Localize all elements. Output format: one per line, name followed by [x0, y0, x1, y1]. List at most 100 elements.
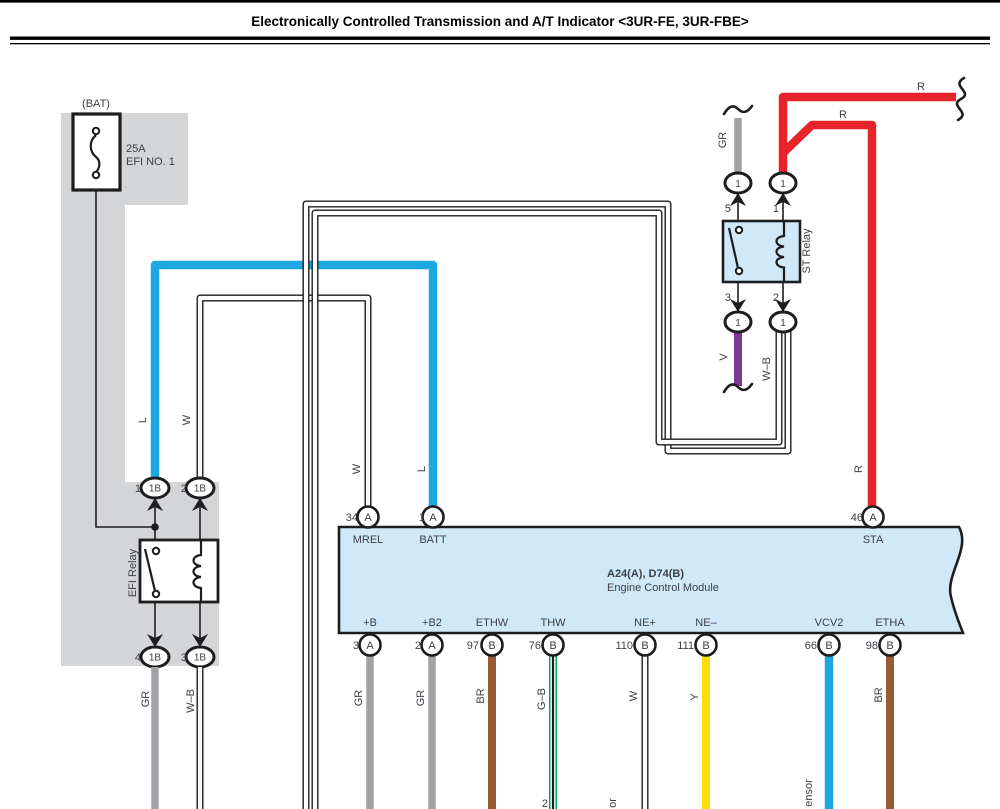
- st-relay-contact-top: [734, 225, 744, 235]
- wire-label-w-110b: W: [628, 690, 640, 701]
- ecm-label-ne-minus: NE–: [695, 617, 717, 629]
- fuse-name: EFI NO. 1: [126, 156, 175, 168]
- fuse-feed-wire: [95, 180, 152, 528]
- st-relay-coil: [775, 221, 786, 282]
- ecm-conn98-letter: B: [886, 640, 893, 652]
- ecm-pin34-num: 34: [346, 512, 358, 524]
- ecm-box: [337, 525, 965, 635]
- efi-relay-switch-blade: [143, 548, 157, 592]
- ecm-conn2-letter: A: [428, 640, 436, 652]
- connector-1b-pin2: [184, 476, 216, 500]
- ecm-label-mrel: MREL: [353, 534, 384, 546]
- efi-conn1-label: 1B: [149, 484, 162, 495]
- arrow-up-efi-2: [192, 498, 208, 511]
- connector-a-46: [861, 505, 885, 529]
- wire-label-br-97b: BR: [475, 688, 487, 703]
- wire-W-outline: [196, 294, 372, 507]
- page-title: Electronically Controlled Transmission a…: [251, 14, 749, 29]
- connector-1-st-pin5: [723, 171, 753, 195]
- ecm-bottom-wires: [366, 655, 894, 809]
- ecm-conn46-letter: A: [869, 512, 877, 524]
- wire-L-blue: [150, 260, 438, 507]
- wire-R-branch-to-sta: [780, 120, 877, 507]
- connector-b-76: [541, 633, 565, 657]
- st-relay-pin-leads: [737, 202, 784, 311]
- efi-relay-contact-top: [151, 546, 161, 556]
- wire-W-core: [197, 295, 371, 507]
- fuse-element: [89, 134, 101, 173]
- efi-relay-contact-bottom: [151, 589, 161, 599]
- ecm-pin110-num: 110: [615, 640, 633, 652]
- bottom-label-fragment-1: or: [607, 798, 619, 808]
- ecm-pin66-num: 66: [805, 640, 817, 652]
- title-rule-thick: [10, 36, 990, 40]
- connector-b-97: [480, 633, 504, 657]
- ecm-pin3-num: 3: [353, 640, 359, 652]
- wire-label-r-top: R: [917, 81, 925, 93]
- connector-b-110: [633, 633, 657, 657]
- wire-label-v: V: [718, 353, 730, 361]
- ecm-label-sta: STA: [863, 534, 884, 546]
- ecm-label-batt: BATT: [419, 534, 447, 546]
- ecm: [337, 505, 965, 657]
- ecm-label-thw: THW: [540, 617, 566, 629]
- title-rule-thin: [10, 43, 990, 45]
- efi-conn4-label: 1B: [149, 653, 162, 664]
- wire-label-r-branch: R: [839, 109, 847, 121]
- st-relay-contact-bottom: [734, 266, 744, 276]
- break-symbol-gr: [722, 104, 754, 116]
- efi-relay-box: [138, 538, 220, 604]
- ecm-code: A24(A), D74(B): [607, 568, 684, 580]
- connector-1b-pin1: [139, 476, 171, 500]
- arrow-down-st-3: [730, 299, 746, 312]
- wire-label-l-relay: L: [137, 417, 149, 423]
- wire-label-wb-st: W–B: [761, 357, 773, 381]
- ecm-label-vcv2: VCV2: [815, 617, 844, 629]
- ecm-pin46-num: 46: [851, 512, 863, 524]
- ecm-conn1-letter: A: [429, 512, 437, 524]
- wire-label-y-111b: Y: [689, 693, 701, 701]
- st-pin2-num: 2: [773, 292, 779, 304]
- efi-pin1-num: 1: [135, 483, 141, 495]
- arrow-down-st-2: [775, 299, 791, 312]
- arrow-up-st-5: [730, 193, 746, 206]
- ecm-conn66-letter: B: [825, 640, 832, 652]
- efi-pin3-num: 3: [181, 652, 187, 664]
- ecm-pin1-num: 1: [419, 512, 425, 524]
- st-pin5-num: 5: [725, 203, 731, 215]
- st-relay-label: ST Relay: [801, 228, 813, 274]
- arrow-down-efi-3: [192, 634, 208, 647]
- ecm-conn110-letter: B: [641, 640, 648, 652]
- ecm-conn97-letter: B: [488, 640, 495, 652]
- ecm-conn3-letter: A: [366, 640, 374, 652]
- break-symbol-r: [955, 76, 967, 122]
- st-conn3-label: 1: [735, 318, 741, 329]
- wire-WB-a-core: [303, 201, 791, 809]
- st-conn2-label: 1: [780, 318, 786, 329]
- st-relay-switch-blade: [727, 227, 740, 269]
- connector-1-st-pin2: [768, 310, 798, 334]
- efi-conn3-label: 1B: [194, 653, 207, 664]
- ecm-pin97-num: 97: [467, 640, 479, 652]
- wire-label-gr-3a: GR: [353, 690, 365, 707]
- ecm-pin2-num: 2: [415, 640, 421, 652]
- ecm-name: Engine Control Module: [607, 582, 719, 594]
- connector-b-66: [817, 633, 841, 657]
- wire-label-l-ecm: L: [416, 466, 428, 472]
- wire-label-gb-76b: G–B: [536, 688, 548, 710]
- arrow-up-efi-1: [147, 498, 163, 511]
- connector-b-98: [878, 633, 902, 657]
- st-pin3-num: 3: [725, 292, 731, 304]
- fuse-bat-label: (BAT): [82, 98, 110, 110]
- st-relay: [721, 171, 802, 334]
- ecm-conn34-letter: A: [364, 512, 372, 524]
- ecm-pin111-num: 111: [677, 640, 694, 652]
- efi-relay-pin-leads: [154, 498, 201, 648]
- ecm-pin76-num: 76: [529, 640, 541, 652]
- connector-1-st-pin3: [723, 310, 753, 334]
- connector-a-34: [356, 505, 380, 529]
- ecm-conn76-letter: B: [549, 640, 556, 652]
- st-conn1-label: 1: [780, 179, 786, 190]
- wire-label-gr-st: GR: [717, 132, 729, 149]
